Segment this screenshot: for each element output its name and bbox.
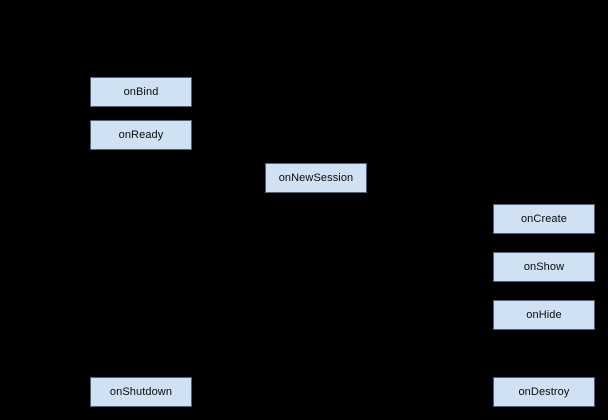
node-on-ready[interactable]: onReady [90, 120, 192, 150]
node-label-on-show: onShow [523, 260, 565, 273]
node-on-new-session[interactable]: onNewSession [265, 163, 367, 193]
node-label-on-bind: onBind [123, 85, 159, 98]
node-label-on-create: onCreate [520, 212, 568, 225]
node-on-shutdown[interactable]: onShutdown [90, 377, 192, 407]
node-label-on-destroy: onDestroy [518, 385, 570, 398]
node-on-hide[interactable]: onHide [493, 300, 595, 330]
node-on-destroy[interactable]: onDestroy [493, 377, 595, 407]
node-label-on-hide: onHide [526, 308, 562, 321]
node-on-show[interactable]: onShow [493, 252, 595, 282]
node-on-bind[interactable]: onBind [90, 77, 192, 107]
node-label-on-ready: onReady [118, 128, 164, 141]
node-label-on-shutdown: onShutdown [109, 385, 173, 398]
node-on-create[interactable]: onCreate [493, 204, 595, 234]
node-label-on-new-session: onNewSession [278, 171, 354, 184]
